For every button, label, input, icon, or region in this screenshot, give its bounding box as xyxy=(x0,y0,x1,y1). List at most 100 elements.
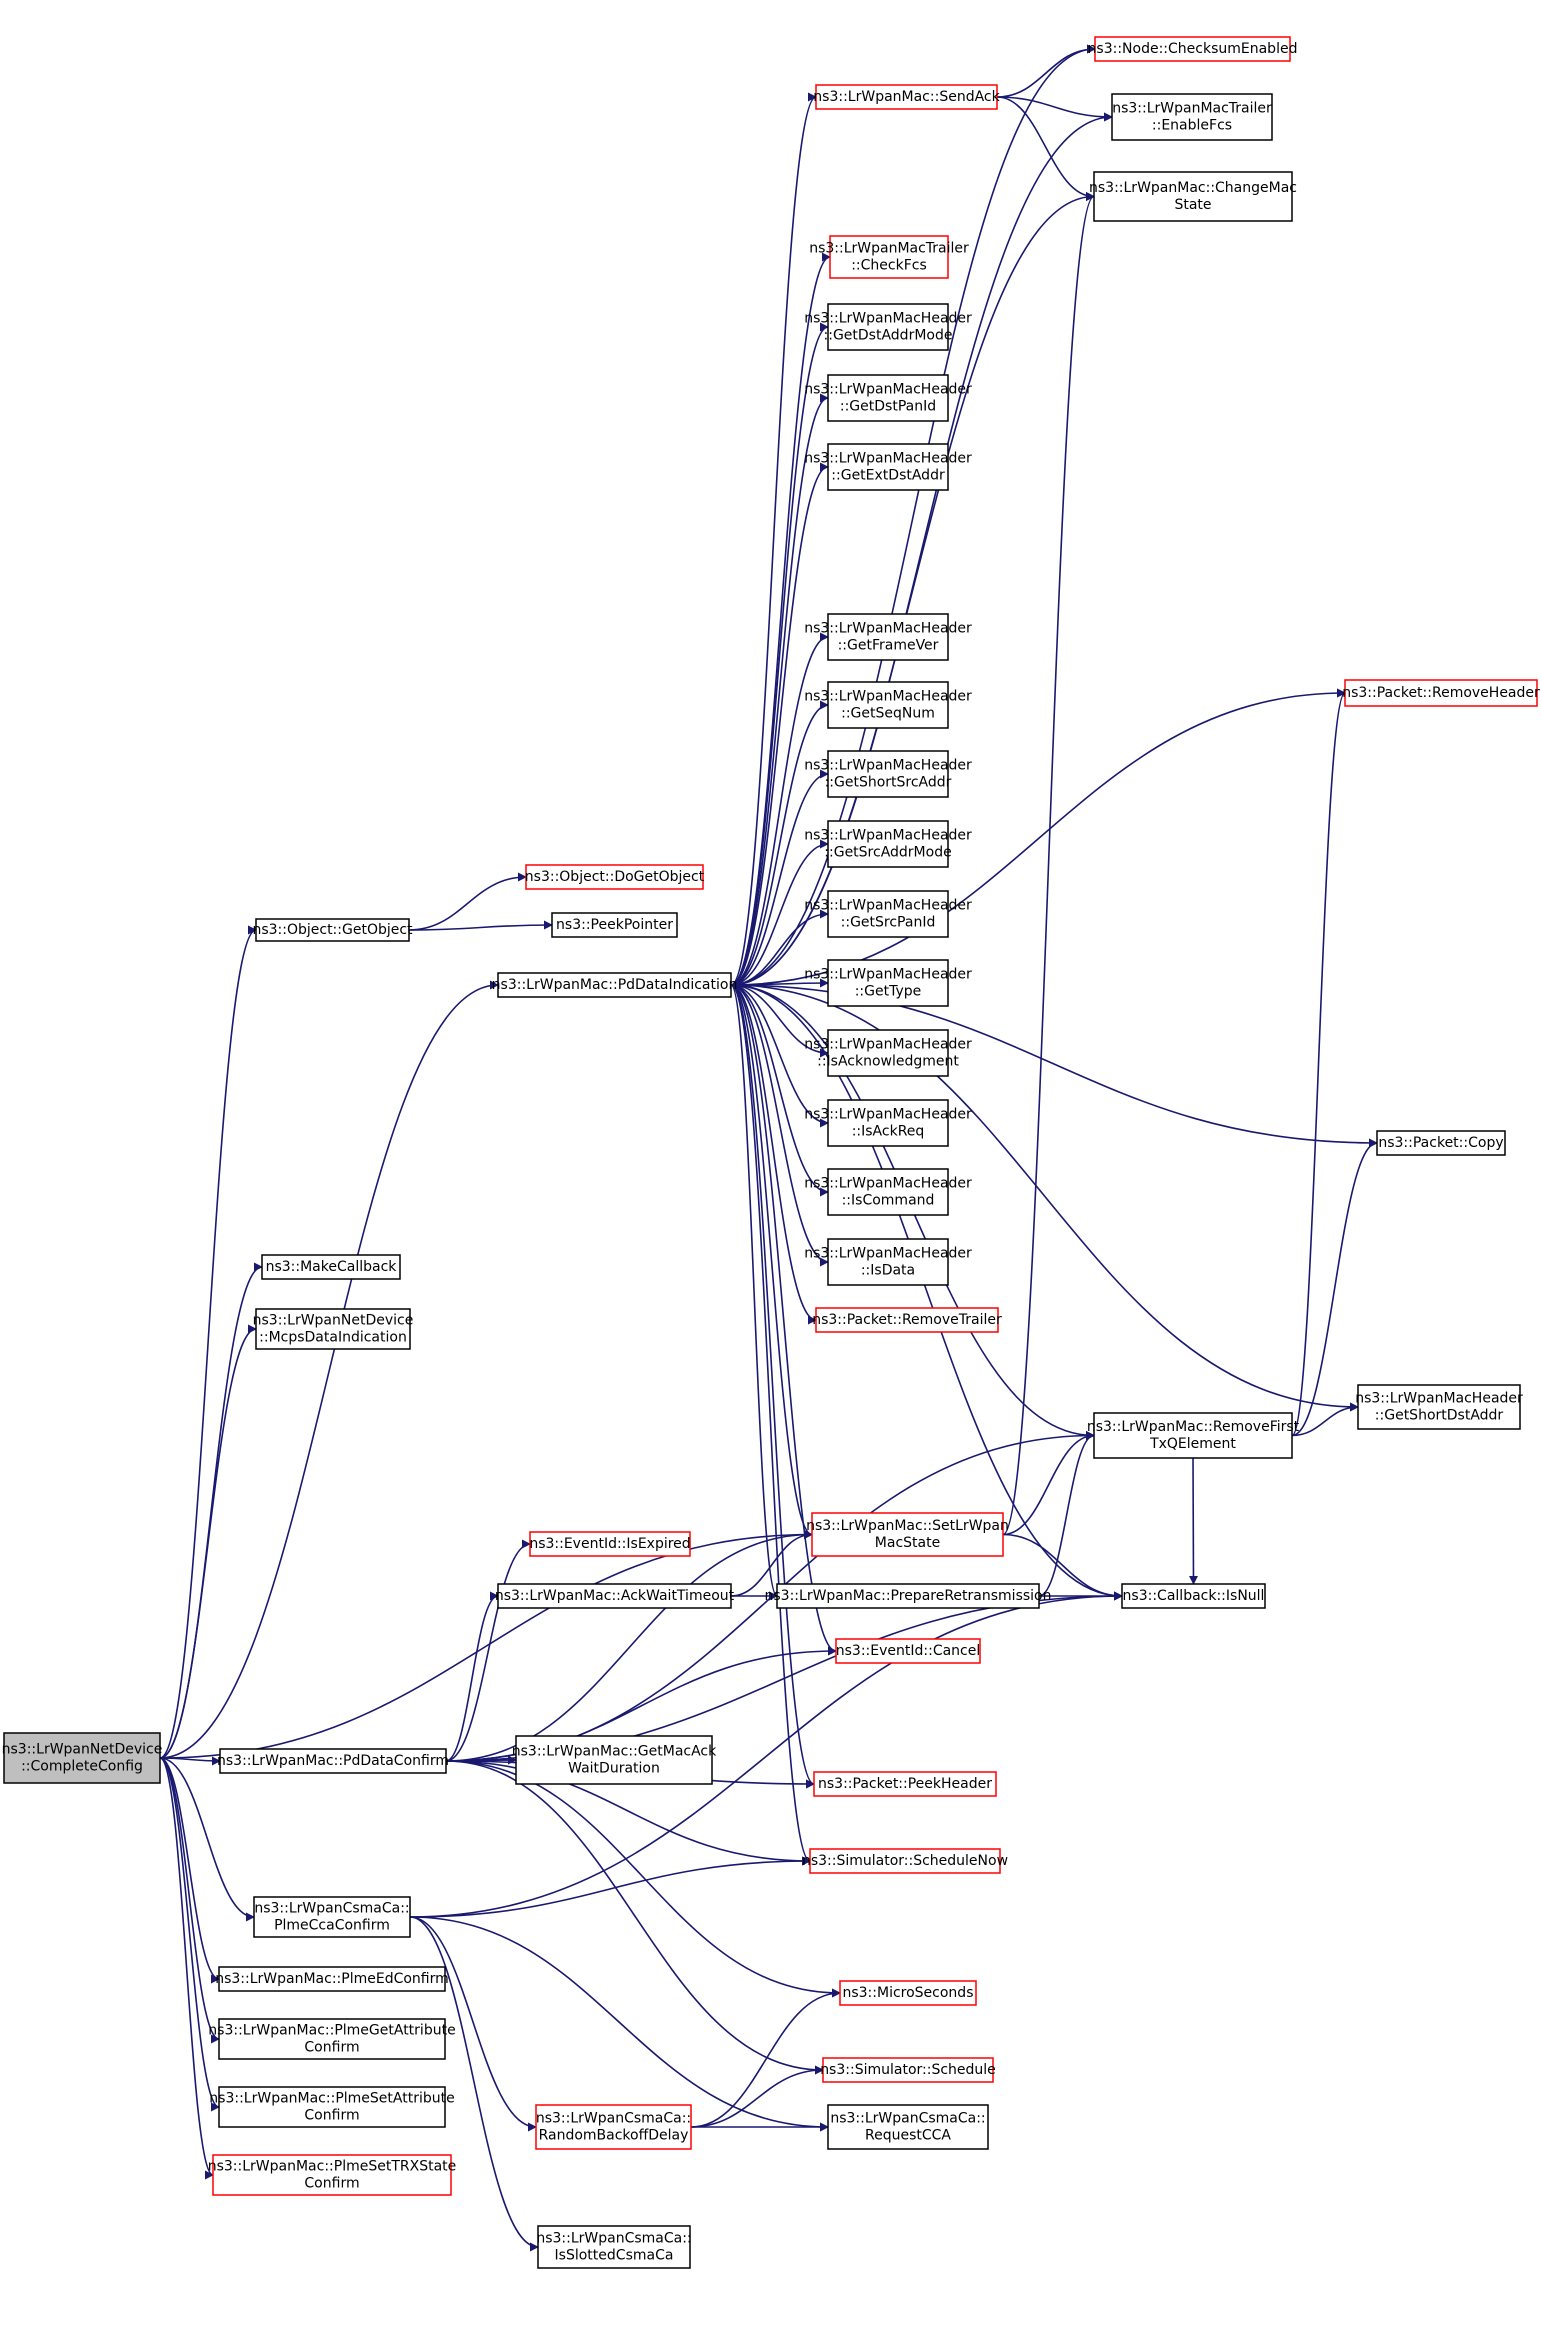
node-event-cancel[interactable]: ns3::EventId::Cancel xyxy=(835,1638,981,1664)
edge-line xyxy=(730,984,811,1866)
node-label: ::GetSrcPanId xyxy=(841,915,936,931)
edge-send-ack-to-change-mac-state xyxy=(996,96,1095,201)
node-box xyxy=(551,912,678,938)
node-obj-get-object[interactable]: ns3::Object::GetObject xyxy=(252,918,413,942)
node-get-dst-pan-id[interactable]: ns3::LrWpanMacHeader::GetDstPanId xyxy=(804,374,972,422)
node-label: ns3::LrWpanMac::AckWaitTimeout xyxy=(495,1588,735,1604)
node-check-fcs[interactable]: ns3::LrWpanMacTrailer::CheckFcs xyxy=(809,235,969,279)
node-label: ns3::LrWpanNetDevice xyxy=(253,1313,414,1329)
edge-line xyxy=(159,980,499,1759)
node-mcps-data-indication[interactable]: ns3::LrWpanNetDevice::McpsDataIndication xyxy=(253,1308,414,1350)
node-box xyxy=(255,918,410,942)
edge-pd-data-confirm-to-micro-seconds xyxy=(445,1760,841,1998)
node-micro-seconds[interactable]: ns3::MicroSeconds xyxy=(839,1980,977,2006)
node-is-slotted-csma-ca[interactable]: ns3::LrWpanCsmaCa::IsSlottedCsmaCa xyxy=(536,2225,692,2269)
edge-line xyxy=(996,96,1113,122)
edge-line xyxy=(409,1591,1123,1918)
node-node-checksum[interactable]: ns3::Node::ChecksumEnabled xyxy=(1088,36,1298,62)
node-get-src-addr-mode[interactable]: ns3::LrWpanMacHeader::GetSrcAddrMode xyxy=(804,820,972,868)
node-label: ::IsData xyxy=(861,1263,915,1279)
node-box xyxy=(813,1771,997,1797)
node-get-frame-ver[interactable]: ns3::LrWpanMacHeader::GetFrameVer xyxy=(804,613,972,661)
node-box xyxy=(811,1512,1004,1557)
edge-line xyxy=(408,872,527,931)
node-label: ns3::Packet::Copy xyxy=(1378,1135,1503,1151)
node-obj-do-get-object[interactable]: ns3::Object::DoGetObject xyxy=(525,864,705,890)
node-remove-trailer[interactable]: ns3::Packet::RemoveTrailer xyxy=(812,1307,1002,1333)
node-box xyxy=(815,1307,999,1333)
node-box xyxy=(3,1732,161,1784)
node-is-acknowledgment[interactable]: ns3::LrWpanMacHeader::IsAcknowledgment xyxy=(804,1029,972,1077)
edge-root-to-plme-cca-confirm xyxy=(159,1757,255,1922)
node-box xyxy=(827,1238,949,1286)
node-peek-pointer[interactable]: ns3::PeekPointer xyxy=(551,912,678,938)
node-ack-wait-timeout[interactable]: ns3::LrWpanMac::AckWaitTimeout xyxy=(495,1583,735,1609)
node-label: ns3::LrWpanMacHeader xyxy=(804,1176,972,1192)
node-box xyxy=(827,2104,989,2150)
node-event-is-expired[interactable]: ns3::EventId::IsExpired xyxy=(529,1531,691,1557)
node-get-short-src-addr[interactable]: ns3::LrWpanMacHeader::GetShortSrcAddr xyxy=(804,750,972,798)
edge-remove-first-tx-q-to-get-short-dst-addr xyxy=(1291,1402,1359,1437)
node-box xyxy=(218,2086,446,2128)
node-request-cca[interactable]: ns3::LrWpanCsmaCa::RequestCCA xyxy=(827,2104,989,2150)
node-pd-data-indication[interactable]: ns3::LrWpanMac::PdDataIndication xyxy=(492,972,738,998)
edge-send-ack-to-node-checksum xyxy=(996,44,1096,98)
node-get-dst-addr-mode[interactable]: ns3::LrWpanMacHeader::GetDstAddrMode xyxy=(804,303,972,351)
node-box xyxy=(261,1254,401,1280)
edge-pd-data-indication-to-prepare-retrans xyxy=(730,984,778,1601)
edge-line xyxy=(159,1757,214,2180)
node-packet-peek-header[interactable]: ns3::Packet::PeekHeader xyxy=(813,1771,997,1797)
node-box xyxy=(515,1735,713,1785)
edge-line xyxy=(730,462,829,986)
node-is-data[interactable]: ns3::LrWpanMacHeader::IsData xyxy=(804,1238,972,1286)
node-label: ns3::LrWpanMac::PlmeGetAttribute xyxy=(208,2023,455,2039)
node-packet-copy[interactable]: ns3::Packet::Copy xyxy=(1376,1130,1506,1156)
edge-plme-cca-confirm-to-sim-schedule-now xyxy=(409,1856,811,1918)
node-box xyxy=(212,2154,452,2196)
node-remove-header[interactable]: ns3::Packet::RemoveHeader xyxy=(1342,679,1540,707)
node-plme-cca-confirm[interactable]: ns3::LrWpanCsmaCa::PlmeCcaConfirm xyxy=(253,1896,411,1938)
node-get-type[interactable]: ns3::LrWpanMacHeader::GetType xyxy=(804,959,972,1007)
node-is-ack-req[interactable]: ns3::LrWpanMacHeader::IsAckReq xyxy=(804,1099,972,1147)
node-plme-ed-confirm[interactable]: ns3::LrWpanMac::PlmeEdConfirm xyxy=(215,1966,449,1992)
node-label: ns3::LrWpanMac::PrepareRetransmission xyxy=(765,1588,1052,1604)
edge-line xyxy=(1291,1138,1378,1437)
node-get-ext-dst-addr[interactable]: ns3::LrWpanMacHeader::GetExtDstAddr xyxy=(804,443,972,491)
node-enable-fcs[interactable]: ns3::LrWpanMacTrailer::EnableFcs xyxy=(1111,93,1273,141)
node-random-backoff[interactable]: ns3::LrWpanCsmaCa::RandomBackoffDelay xyxy=(535,2104,692,2150)
node-get-src-pan-id[interactable]: ns3::LrWpanMacHeader::GetSrcPanId xyxy=(804,890,972,938)
node-label: ns3::Object::GetObject xyxy=(252,922,413,938)
node-box xyxy=(827,613,949,661)
node-box xyxy=(815,84,998,110)
edge-pd-data-indication-to-packet-peek-header xyxy=(730,984,815,1789)
node-pd-data-confirm[interactable]: ns3::LrWpanMac::PdDataConfirm xyxy=(217,1748,449,1774)
node-label: Confirm xyxy=(304,2108,359,2124)
node-is-command[interactable]: ns3::LrWpanMacHeader::IsCommand xyxy=(804,1168,972,1216)
node-label: ns3::LrWpanMac::PlmeEdConfirm xyxy=(215,1971,449,1987)
node-sim-schedule[interactable]: ns3::Simulator::Schedule xyxy=(820,2057,996,2083)
node-prepare-retrans[interactable]: ns3::LrWpanMac::PrepareRetransmission xyxy=(765,1583,1052,1609)
node-sim-schedule-now[interactable]: ns3::Simulator::ScheduleNow xyxy=(802,1848,1008,1874)
edge-root-to-set-lr-wpan-mac-state xyxy=(159,1530,813,1759)
node-callback-is-null[interactable]: ns3::Callback::IsNull xyxy=(1121,1583,1266,1609)
edge-line xyxy=(1002,192,1095,1536)
node-get-short-dst-addr[interactable]: ns3::LrWpanMacHeader::GetShortDstAddr xyxy=(1355,1384,1523,1430)
node-send-ack[interactable]: ns3::LrWpanMac::SendAck xyxy=(813,84,1001,110)
edge-line xyxy=(996,44,1096,98)
node-make-callback[interactable]: ns3::MakeCallback xyxy=(261,1254,401,1280)
node-label: ns3::LrWpanMac::PdDataIndication xyxy=(492,977,738,993)
edge-root-to-plme-ed-confirm xyxy=(159,1757,220,1984)
edge-line xyxy=(1002,1533,1123,1601)
node-box xyxy=(835,1638,981,1664)
node-get-seq-num[interactable]: ns3::LrWpanMacHeader::GetSeqNum xyxy=(804,681,972,729)
edge-root-to-obj-get-object xyxy=(159,925,257,1759)
node-label: ::GetSeqNum xyxy=(841,706,935,722)
